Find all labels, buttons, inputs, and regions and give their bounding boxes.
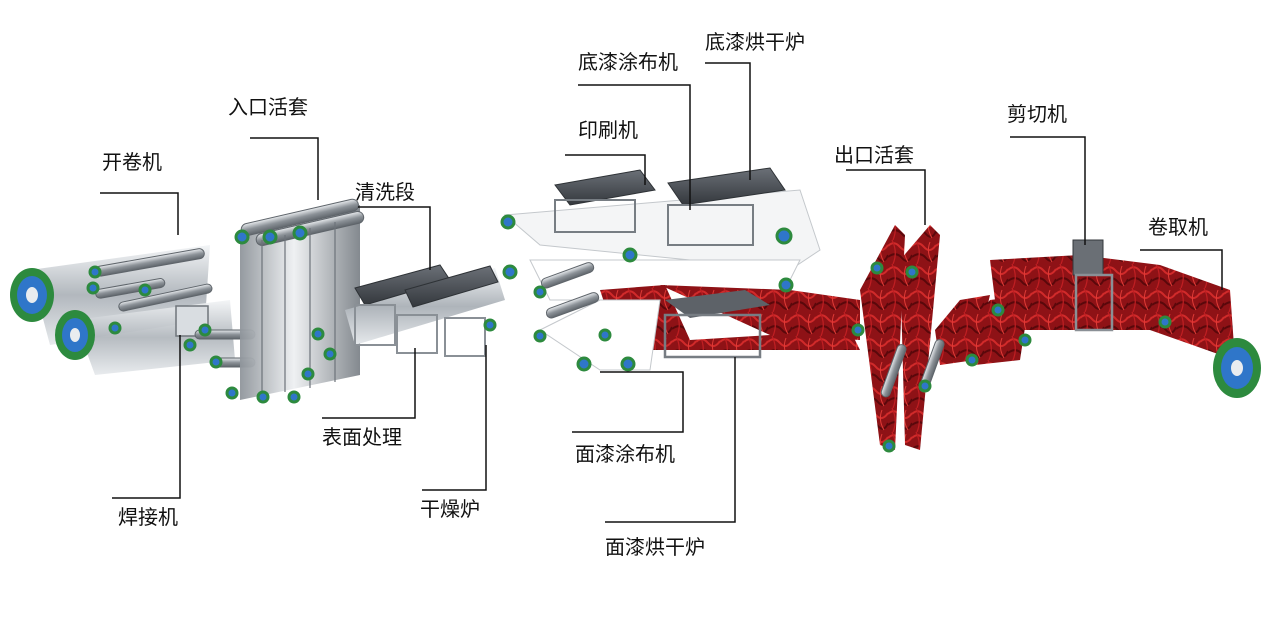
label-shear: 剪切机	[1007, 102, 1067, 126]
label-primer-oven: 底漆烘干炉	[705, 30, 805, 54]
leader-printer	[565, 154, 646, 185]
exit-looper	[860, 225, 990, 450]
label-recoiler: 卷取机	[1148, 215, 1208, 239]
leader-shear	[1010, 136, 1086, 245]
shear-box	[1072, 239, 1114, 332]
printer-box	[554, 169, 656, 233]
label-surface-treatment: 表面处理	[322, 425, 402, 449]
leader-exit-looper	[846, 169, 926, 225]
leader-cleaning	[358, 206, 431, 270]
leader-top-oven	[605, 357, 736, 523]
label-primer-coater: 底漆涂布机	[578, 50, 678, 74]
label-top-coater: 面漆涂布机	[575, 442, 675, 466]
leader-entry-looper	[250, 137, 319, 200]
leader-primer-oven	[705, 62, 751, 180]
label-top-oven: 面漆烘干炉	[605, 535, 705, 559]
label-printer: 印刷机	[578, 118, 638, 142]
recoiler-coil	[1213, 338, 1261, 398]
label-entry-looper: 入口活套	[228, 95, 308, 119]
coating-rollers	[540, 262, 600, 319]
leader-uncoiler	[100, 192, 179, 235]
label-cleaning: 清洗段	[355, 180, 415, 204]
leader-lines	[100, 62, 1223, 523]
leader-surface-treatment	[322, 348, 416, 419]
uncoiler-coil-2	[55, 310, 95, 360]
leader-primer-coater	[578, 84, 691, 210]
top-oven-box	[663, 290, 770, 359]
label-dryer: 干燥炉	[420, 497, 480, 521]
primer-oven-box	[667, 167, 786, 246]
roller-end-caps	[86, 214, 1172, 453]
leader-welder	[112, 335, 181, 499]
cleaning-section	[345, 264, 505, 357]
label-exit-looper: 出口活套	[834, 143, 914, 167]
label-uncoiler: 开卷机	[102, 150, 162, 174]
leader-top-coater	[572, 371, 684, 433]
uncoiler-coil-1	[10, 268, 54, 322]
leader-recoiler	[1140, 249, 1223, 290]
label-welder: 焊接机	[118, 505, 178, 529]
leader-dryer	[422, 345, 487, 491]
